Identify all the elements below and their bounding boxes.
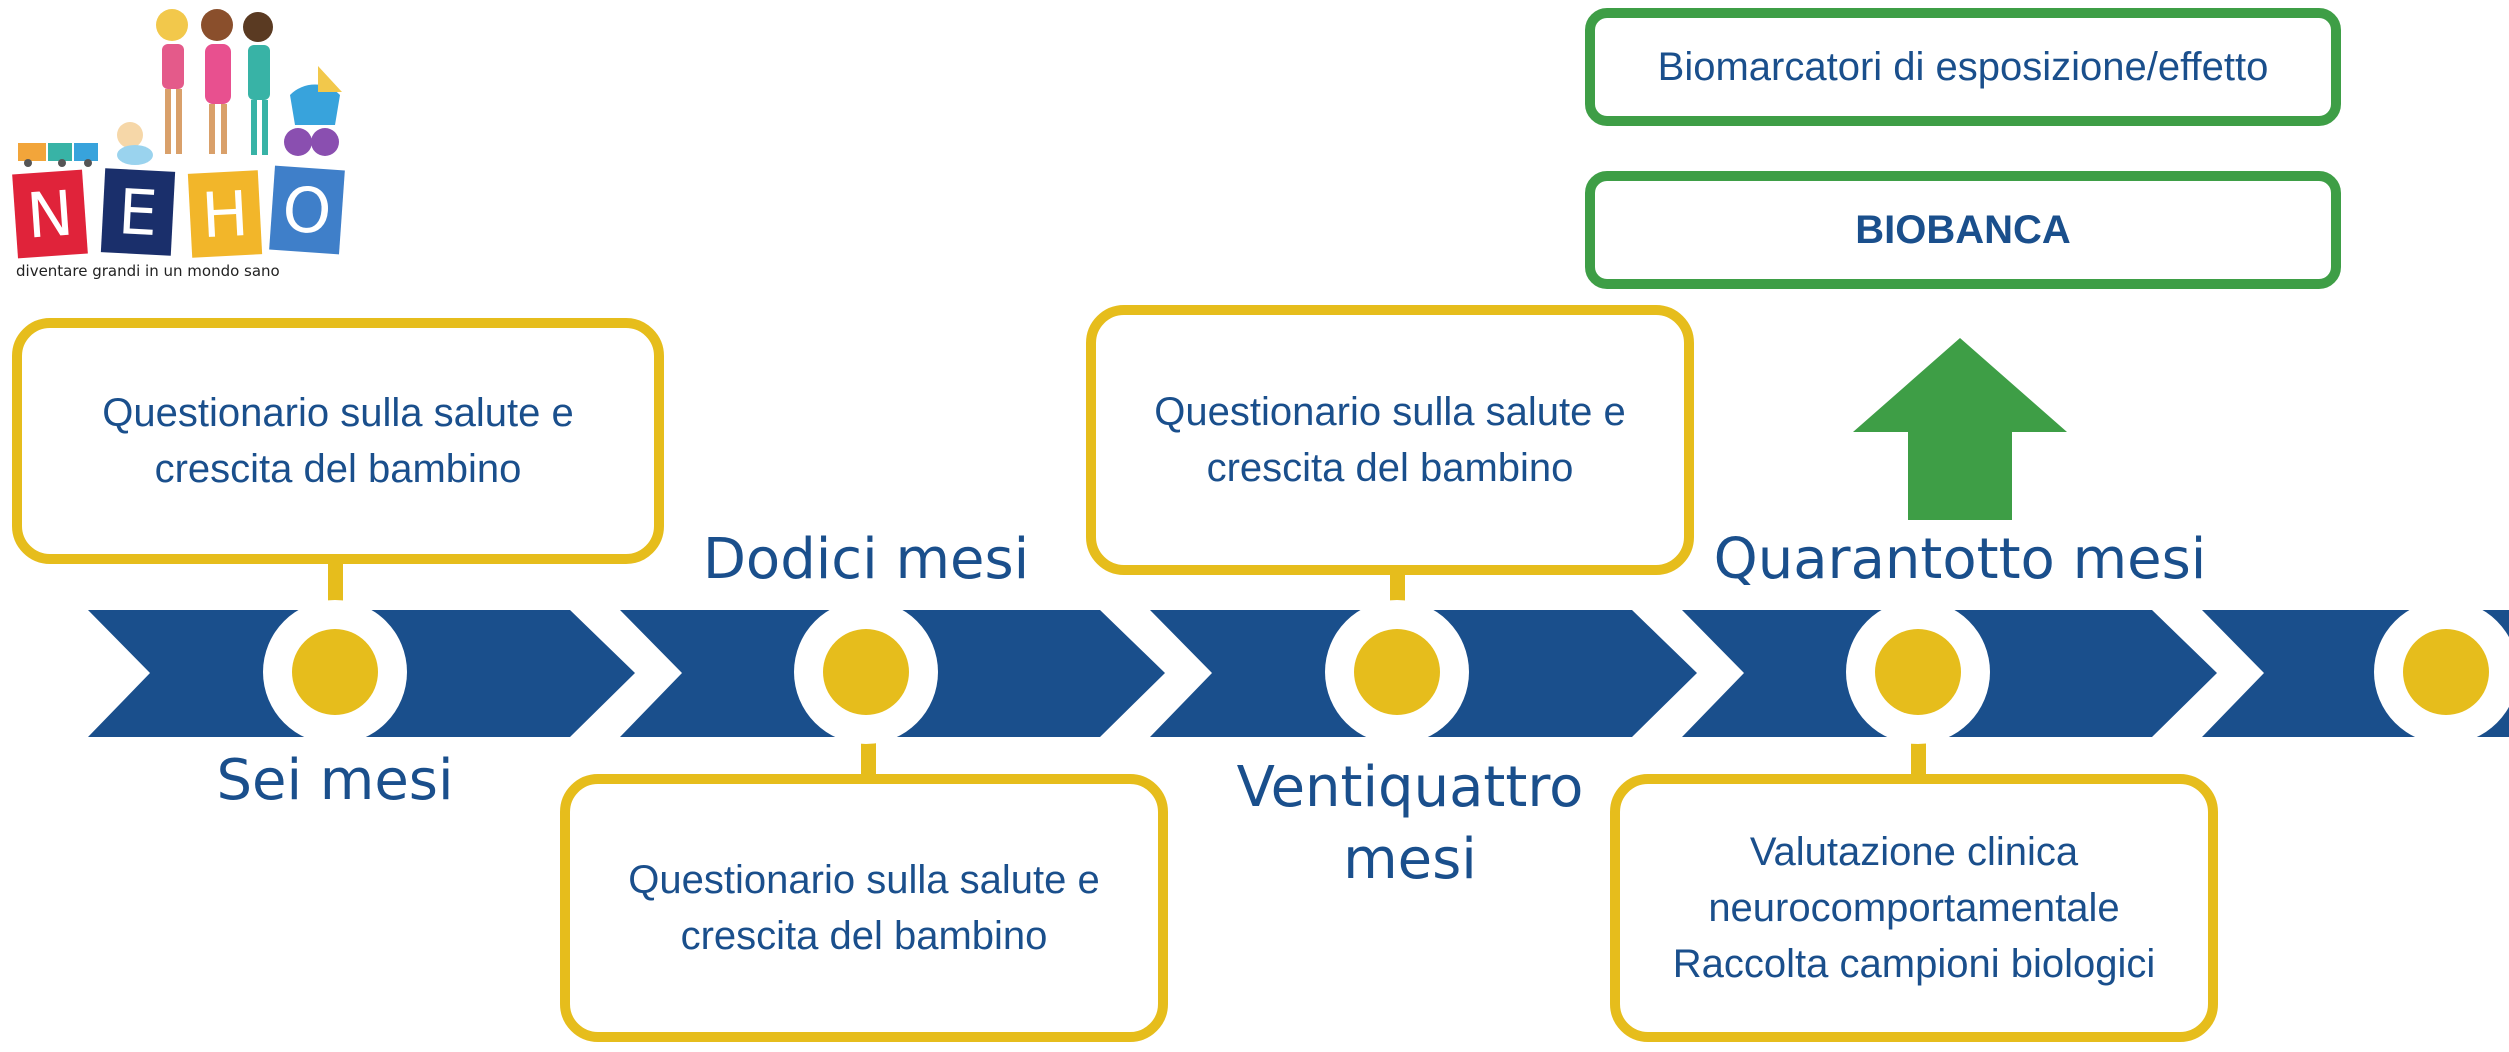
- milestone-label-6-months: Sei mesi: [216, 748, 454, 813]
- logo-letter-e: E: [100, 168, 176, 256]
- biobank-box: BIOBANCA: [1585, 171, 2341, 289]
- circle-marker-icon: [1325, 600, 1469, 744]
- biomarkers-box: Biomarcatori di esposizione/effetto: [1585, 8, 2341, 126]
- logo-letter-n: N: [12, 169, 88, 259]
- milestone-box-48-months: Valutazione clinica neurocomportamentale…: [1610, 774, 2218, 1042]
- milestone-label-12-months: Dodici mesi: [702, 527, 1030, 592]
- arrow-up-icon: [1853, 338, 2067, 520]
- logo-letter-o: O: [269, 165, 345, 255]
- milestone-box-24-months: Questionario sulla salute e crescita del…: [1086, 305, 1694, 575]
- logo-tagline: diventare grandi in un mondo sano: [16, 262, 280, 280]
- circle-marker-icon: [263, 600, 407, 744]
- milestone-box-12-months: Questionario sulla salute e crescita del…: [560, 774, 1168, 1042]
- circle-marker-icon: [794, 600, 938, 744]
- milestone-label-24-months: Ventiquattro mesi: [1236, 755, 1584, 892]
- milestone-box-6-months: Questionario sulla salute e crescita del…: [12, 318, 664, 564]
- circle-marker-icon: [1846, 600, 1990, 744]
- circle-marker-icon: [2374, 600, 2509, 744]
- milestone-label-48-months: Quarantotto mesi: [1713, 527, 2207, 592]
- logo-letter-h: H: [187, 170, 263, 258]
- logo-illustration: [18, 9, 342, 167]
